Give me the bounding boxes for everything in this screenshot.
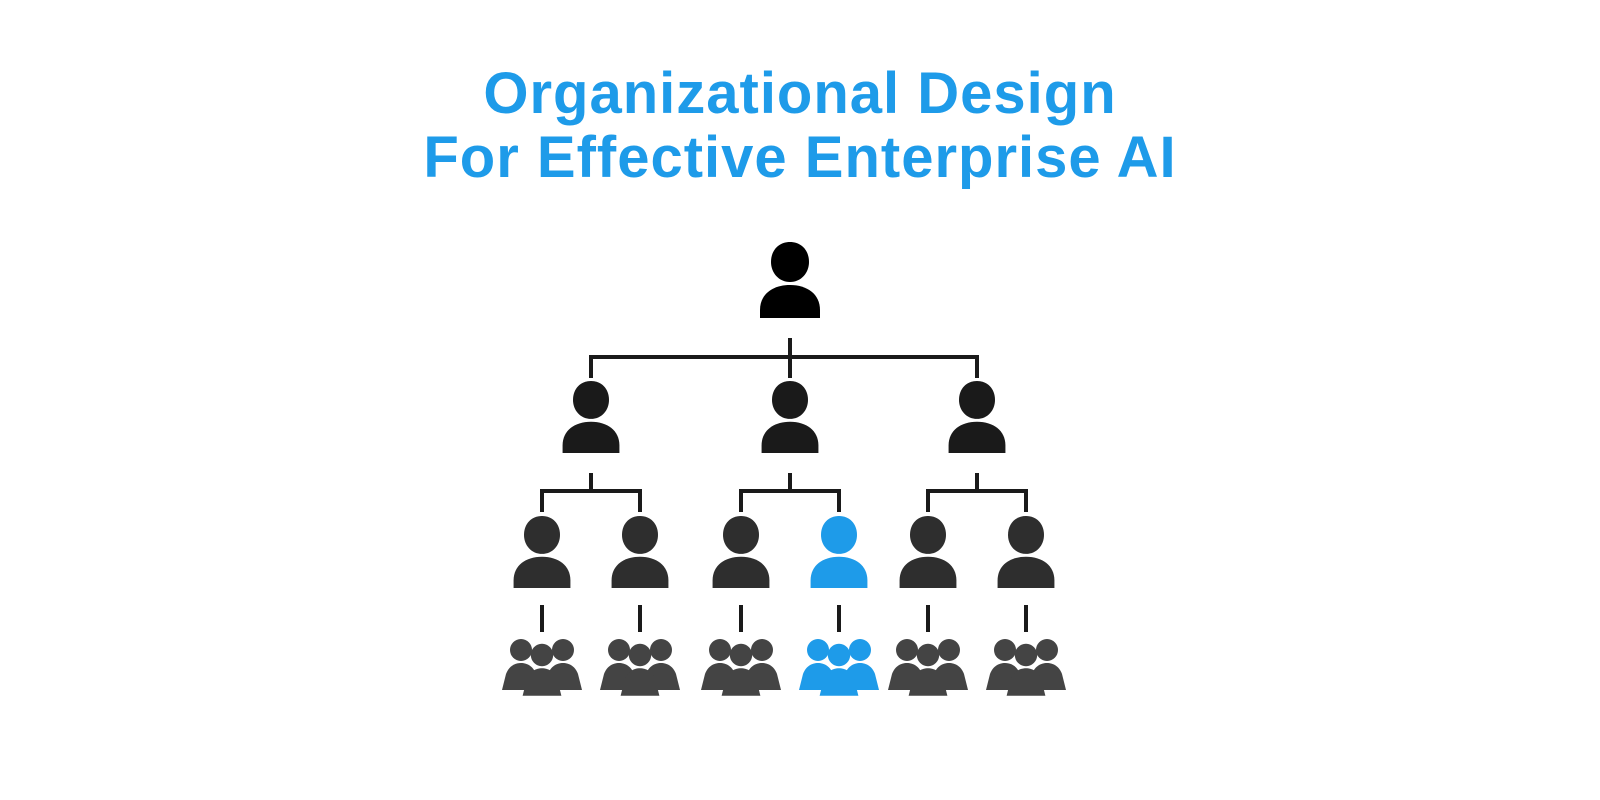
page-title: Organizational Design For Effective Ente… [0,62,1600,190]
title-line-2: For Effective Enterprise AI [423,125,1177,190]
highlighted-team-icon [799,639,879,696]
report-person-icon [997,516,1055,588]
team-icon [701,639,781,696]
manager-person-icon [948,381,1006,453]
report-person-icon [611,516,669,588]
org-nodes [502,242,1066,696]
manager-person-icon [761,381,819,453]
highlighted-person-icon [810,516,868,588]
team-icon [502,639,582,696]
report-person-icon [513,516,571,588]
report-person-icon [712,516,770,588]
team-icon [986,639,1066,696]
team-icon [888,639,968,696]
team-icon [600,639,680,696]
report-person-icon [899,516,957,588]
manager-person-icon [562,381,620,453]
root-person-icon [760,242,820,318]
connector-lines [540,338,1028,632]
title-line-1: Organizational Design [483,61,1117,126]
